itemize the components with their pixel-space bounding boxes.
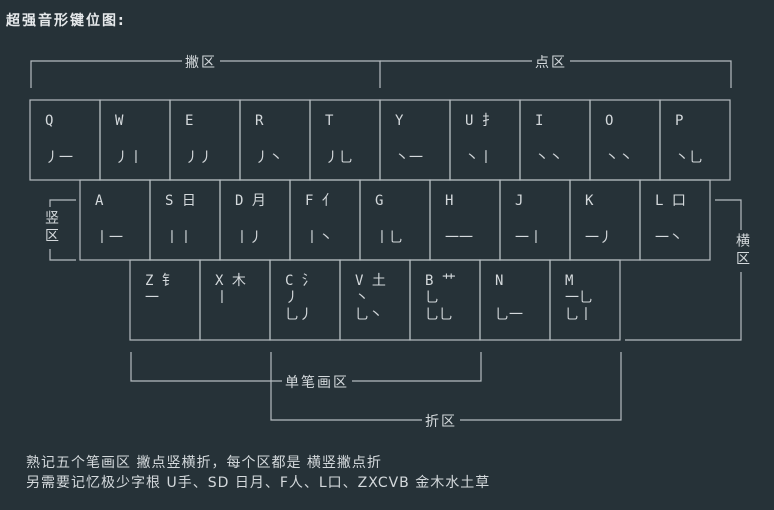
key-k	[569, 179, 641, 261]
key-strokes-l: 一丶	[655, 230, 683, 246]
zone-label-zhe: 折区	[422, 411, 460, 431]
key-label-w: W	[115, 113, 124, 129]
key-p	[659, 99, 731, 181]
key-strokes-a: 丨一	[95, 230, 123, 246]
key-strokes-j: 一丨	[515, 230, 543, 246]
zone-bracket-dian	[380, 60, 732, 88]
page-title: 超强音形键位图:	[6, 13, 126, 29]
key-h	[429, 179, 501, 261]
key-label-f: F 亻	[305, 193, 336, 209]
key-s	[149, 179, 221, 261]
key-strokes-b: 乚 乚乚	[425, 290, 453, 323]
key-strokes-n: 乚一	[495, 307, 523, 323]
key-strokes-i: 丶丶	[535, 150, 563, 166]
key-label-h: H	[445, 193, 454, 209]
key-f	[289, 179, 361, 261]
key-r	[239, 99, 311, 181]
key-label-d: D 月	[235, 193, 266, 209]
key-strokes-e: 丿丿	[185, 150, 213, 166]
key-y	[379, 99, 451, 181]
key-label-r: R	[255, 113, 264, 129]
key-strokes-h: 一一	[445, 230, 473, 246]
key-u	[449, 99, 521, 181]
key-e	[169, 99, 241, 181]
key-label-z: Z 钅	[145, 273, 176, 289]
key-q	[29, 99, 101, 181]
key-label-x: X 木	[215, 273, 246, 289]
footer-line-1: 熟记五个笔画区 撇点竖横折，每个区都是 横竖撇点折	[26, 455, 382, 471]
zone-label-heng: 横区	[732, 230, 752, 272]
key-label-l: L 口	[655, 193, 686, 209]
key-strokes-o: 丶丶	[605, 150, 633, 166]
key-z	[129, 259, 201, 341]
key-label-b: B 艹	[425, 273, 456, 289]
key-label-o: O	[605, 113, 614, 129]
key-label-i: I	[535, 113, 544, 129]
key-strokes-f: 丨丶	[305, 230, 333, 246]
key-x	[199, 259, 271, 341]
key-strokes-k: 一丿	[585, 230, 613, 246]
key-label-v: V 土	[355, 273, 386, 289]
key-j	[499, 179, 571, 261]
key-label-n: N	[495, 273, 504, 289]
key-strokes-g: 丨乚	[375, 230, 403, 246]
key-strokes-y: 丶一	[395, 150, 423, 166]
zone-label-shu: 竖区	[41, 207, 61, 249]
key-strokes-u: 丶丨	[465, 150, 493, 166]
zone-label-pie: 撇区	[182, 52, 220, 72]
key-label-e: E	[185, 113, 194, 129]
key-label-g: G	[375, 193, 384, 209]
key-label-t: T	[325, 113, 334, 129]
key-d	[219, 179, 291, 261]
key-m	[549, 259, 621, 341]
key-t	[309, 99, 381, 181]
key-strokes-w: 丿丨	[115, 150, 143, 166]
key-grid	[29, 99, 731, 341]
footer-line-2: 另需要记忆极少字根 U手、SD 日月、F人、L口、ZXCVB 金木水土草	[26, 475, 491, 491]
key-label-c: C 氵	[285, 273, 316, 289]
key-strokes-m: 一乚 乚丨	[565, 290, 593, 323]
key-strokes-q: 丿一	[45, 150, 73, 166]
key-label-p: P	[675, 113, 684, 129]
key-label-k: K	[585, 193, 594, 209]
key-label-u: U 扌	[465, 113, 496, 129]
zone-label-dian: 点区	[532, 52, 570, 72]
key-strokes-t: 丿乚	[325, 150, 353, 166]
key-strokes-r: 丿丶	[255, 150, 283, 166]
key-label-s: S 日	[165, 193, 196, 209]
key-i	[519, 99, 591, 181]
key-o	[589, 99, 661, 181]
key-label-a: A	[95, 193, 104, 209]
key-strokes-z: 一	[145, 290, 159, 306]
key-strokes-d: 丨丿	[235, 230, 263, 246]
key-label-y: Y	[395, 113, 404, 129]
key-a	[79, 179, 151, 261]
zone-label-dan: 单笔画区	[282, 372, 352, 392]
key-label-q: Q	[45, 113, 54, 129]
key-g	[359, 179, 431, 261]
key-strokes-s: 丨丨	[165, 230, 193, 246]
key-label-j: J	[515, 193, 524, 209]
key-strokes-c: 丿 乚丿	[285, 290, 313, 323]
key-strokes-v: 丶 乚丶	[355, 290, 383, 323]
key-label-m: M	[565, 273, 574, 289]
key-strokes-x: 丨	[215, 290, 229, 306]
key-strokes-p: 丶乚	[675, 150, 703, 166]
key-w	[99, 99, 171, 181]
zone-bracket-heng	[625, 199, 742, 341]
key-l	[639, 179, 711, 261]
